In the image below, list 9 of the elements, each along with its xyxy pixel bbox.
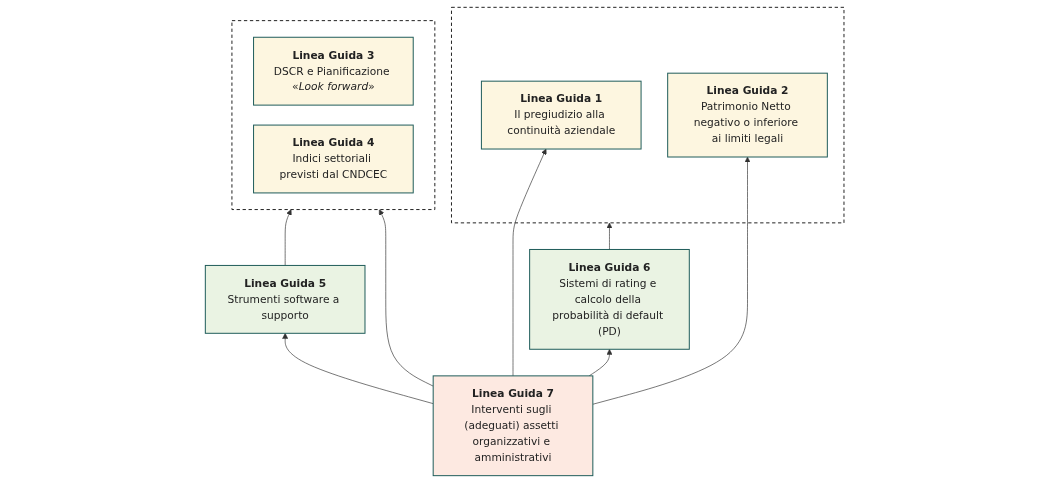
node-box: Linea Guida 2 Patrimonio Netto negativo o inferiore ai limiti legali	[667, 72, 828, 158]
node-box: Linea Guida 3 DSCR e Pianificazione «Look forward»	[252, 36, 414, 106]
cluster	[231, 20, 436, 211]
node-box: Linea Guida 7 Interventi sugli (adeguati) assetti organizzativi e amministrativi	[432, 375, 594, 477]
node-box: Linea Guida 1 Il pregiudizio alla continuità aziendale	[480, 80, 642, 150]
cluster	[450, 6, 845, 224]
node-box: Linea Guida 5 Strumenti software a supporto	[204, 264, 366, 334]
node-box: Linea Guida 6 Sistemi di rating e calcolo della probabilità di default (PD)	[529, 249, 690, 350]
node-box: Linea Guida 4 Indici settoriali previsti dal CNDCEC	[252, 124, 414, 194]
